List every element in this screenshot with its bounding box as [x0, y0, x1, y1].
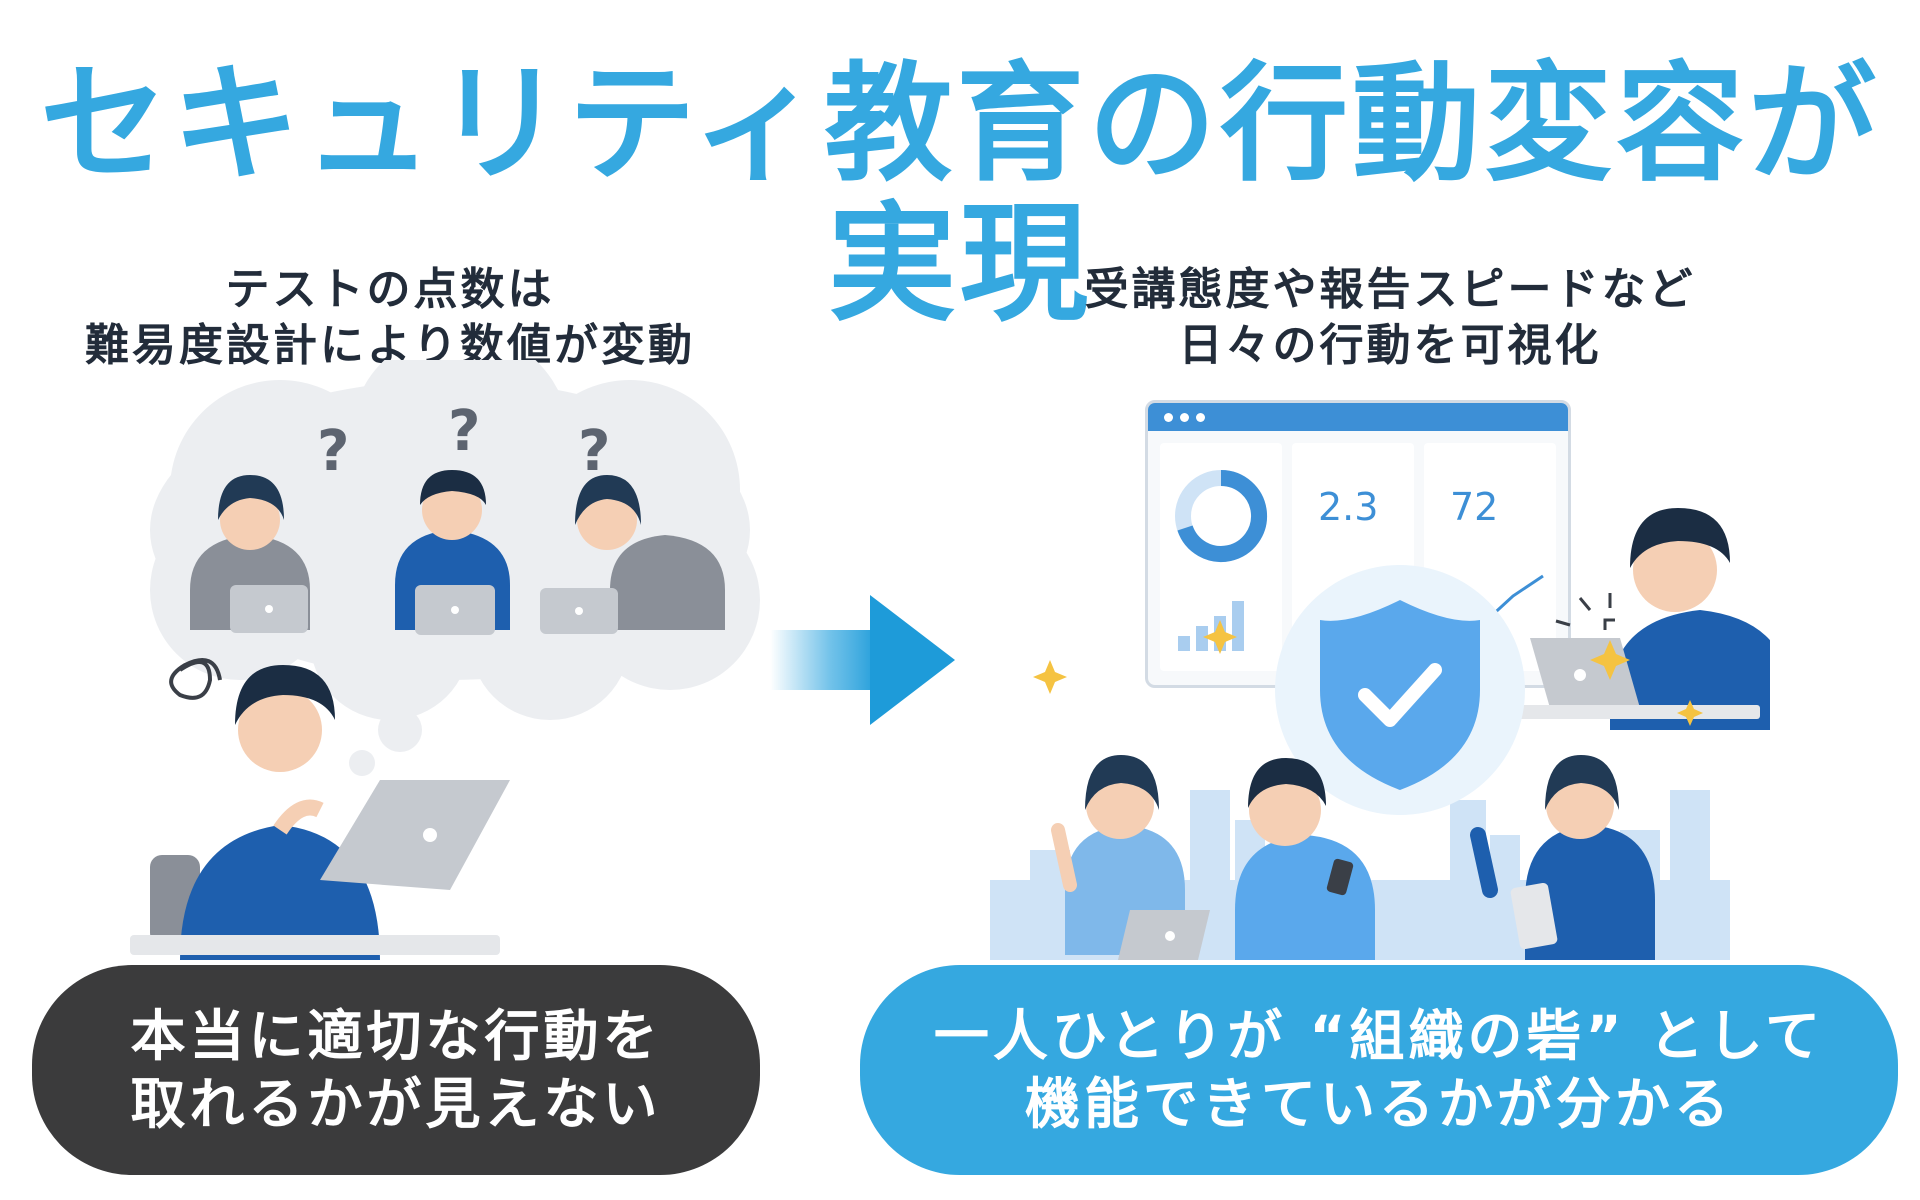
page-title: セキュリティ教育の行動変容が実現: [39, 50, 1881, 339]
left-conclusion-line1: 本当に適切な行動を: [130, 1004, 662, 1068]
question-mark-icon: ?: [317, 419, 349, 484]
question-mark-icon: ?: [448, 399, 480, 464]
right-illustration: [990, 508, 1770, 960]
question-mark-icon: ?: [578, 419, 610, 484]
right-conclusion-pill: 一人ひとりが “組織の砦” として 機能できているかが分かる: [860, 965, 1898, 1175]
left-illustration: ? ? ?: [130, 360, 760, 960]
man-phone: [1235, 758, 1375, 960]
right-conclusion-line1: 一人ひとりが “組織の砦” として: [933, 1004, 1825, 1068]
sparkle-icon: [1590, 640, 1630, 680]
right-caption: 受講態度や報告スピードなど 日々の行動を可視化: [1040, 262, 1740, 374]
window-dot-icon: [1180, 413, 1189, 422]
dashboard-titlebar: [1148, 403, 1568, 431]
left-conclusion-pill: 本当に適切な行動を 取れるかが見えない: [32, 965, 760, 1175]
woman-tablet: [1470, 755, 1655, 960]
right-caption-line1: 受講態度や報告スピードなど: [1084, 264, 1696, 315]
window-dot-icon: [1196, 413, 1205, 422]
presenter-man: [1490, 508, 1770, 730]
shield-check-icon: [1320, 600, 1480, 790]
left-caption: テストの点数は 難易度設計により数値が変動: [60, 262, 720, 374]
person-woman-left: [190, 475, 310, 633]
metric-value-2: 72: [1450, 485, 1499, 529]
right-caption-line2: 日々の行動を可視化: [1178, 320, 1602, 371]
confusion-scribble-icon: [169, 658, 222, 700]
sparkle-icon: [1033, 660, 1067, 694]
arrow-right-icon: [770, 595, 955, 725]
left-caption-line1: テストの点数は: [225, 264, 555, 315]
metric-value-1: 2.3: [1318, 485, 1379, 529]
sparkle-icon: [1203, 620, 1237, 654]
right-conclusion-line2: 機能できているかが分かる: [1024, 1072, 1733, 1136]
woman-laptop: [1051, 755, 1210, 960]
window-dot-icon: [1164, 413, 1173, 422]
sparkle-icon: [1677, 700, 1703, 726]
thinking-man: [130, 665, 510, 960]
left-conclusion-line2: 取れるかが見えない: [130, 1072, 662, 1136]
person-woman-right: [540, 475, 725, 634]
person-man-center: [395, 470, 510, 635]
